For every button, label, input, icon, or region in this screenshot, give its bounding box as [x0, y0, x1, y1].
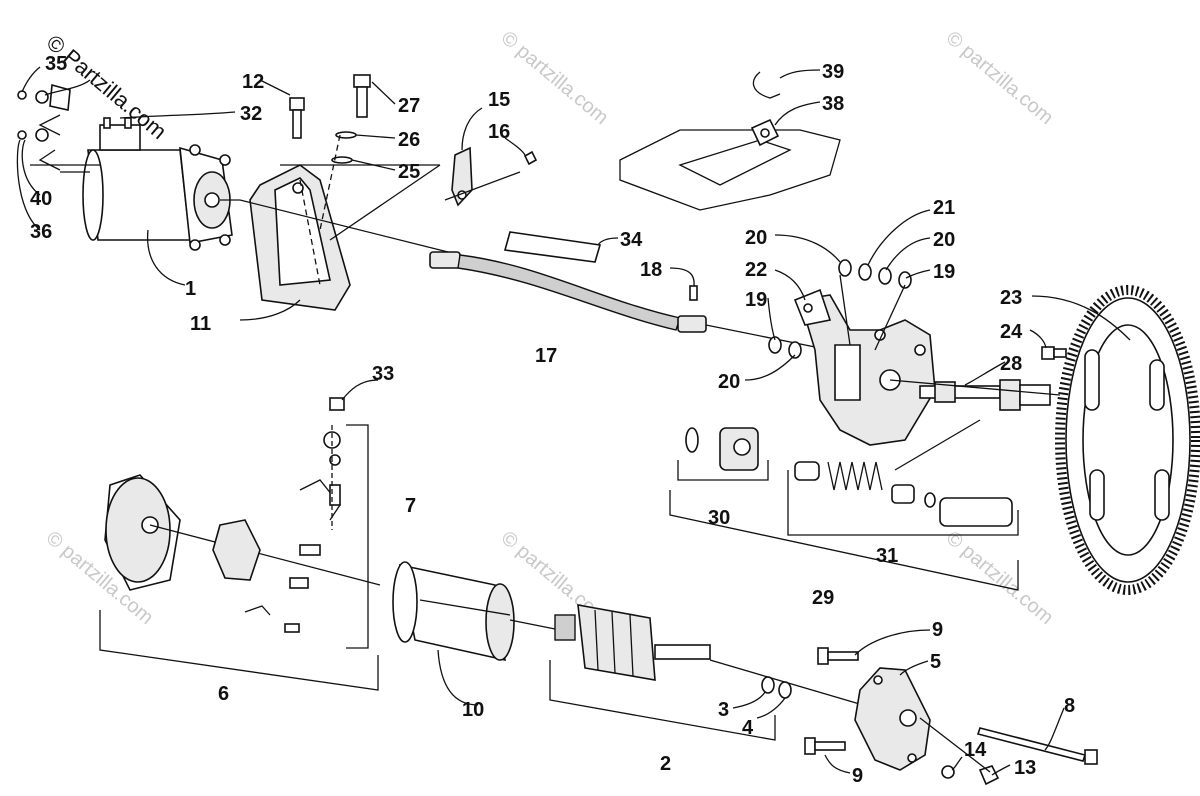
label-22: 22: [745, 259, 767, 281]
end-cap-6: [104, 474, 381, 591]
label-14: 14: [964, 739, 987, 761]
nut-13: [978, 765, 1000, 786]
label-40: 40: [30, 188, 52, 210]
label-12: 12: [242, 71, 264, 93]
label-28: 28: [1000, 353, 1022, 375]
label-25: 25: [398, 161, 420, 183]
label-17: 17: [535, 345, 557, 367]
washer-3: [761, 676, 775, 694]
spring-assembly-31: [794, 461, 1013, 527]
hardware-35-36-37-40: [17, 83, 100, 173]
drive-shaft-28: [889, 379, 1061, 411]
setscrew-18: [689, 285, 698, 301]
washer-14: [941, 765, 955, 779]
label-20: 20: [718, 371, 740, 393]
starter-motor: [82, 117, 240, 251]
watermark-text: © partzilla.com: [942, 27, 1058, 129]
label-20: 20: [745, 227, 767, 249]
flex-drive-decal: FLEX-DRIVE: [503, 231, 602, 263]
part-labels: 35 32 40 36 1 11 12 27 26 25 15 16 34 18…: [30, 53, 1075, 787]
label-15: 15: [488, 89, 510, 111]
drive-housing-22: [793, 288, 936, 446]
label-7: 7: [405, 495, 416, 517]
brush-holder-7: [212, 519, 321, 633]
label-38: 38: [822, 93, 844, 115]
bendix-30: [685, 427, 759, 471]
terminal-hardware-33: [299, 397, 345, 530]
label-8: 8: [1064, 695, 1075, 717]
ring-gear-23: [1055, 285, 1200, 595]
label-26: 26: [398, 129, 420, 151]
label-18: 18: [640, 259, 662, 281]
starter-bracket: [249, 164, 351, 311]
washers-19-20-21: [768, 259, 912, 359]
label-11: 11: [190, 313, 211, 335]
label-27: 27: [398, 95, 420, 117]
label-36: 36: [30, 221, 52, 243]
label-29: 29: [812, 587, 834, 609]
watermark-text: © partzilla.com: [942, 527, 1058, 629]
watermark-text: © partzilla.com: [497, 27, 613, 129]
leader-lines: [16, 66, 1131, 776]
label-2: 2: [660, 753, 671, 775]
label-34: 34: [620, 229, 643, 251]
label-32: 32: [240, 103, 262, 125]
label-33: 33: [372, 363, 394, 385]
label-30: 30: [708, 507, 730, 529]
motor-housing-10: [392, 561, 515, 662]
cable-clamp-15: [451, 146, 538, 207]
label-19: 19: [745, 289, 767, 311]
flex-drive-cable: [429, 251, 707, 333]
thru-bolt-8: [976, 727, 1098, 765]
label-35: 35: [45, 53, 67, 75]
label-16: 16: [488, 121, 510, 143]
label-6: 6: [218, 683, 229, 705]
bolt-27: [319, 74, 371, 231]
label-9: 9: [852, 765, 863, 787]
washer-4: [778, 681, 792, 699]
armature-2: [509, 604, 776, 741]
bolt-24: [1041, 346, 1067, 360]
label-3: 3: [718, 699, 729, 721]
label-23: 23: [1000, 287, 1022, 309]
label-10: 10: [462, 699, 484, 721]
screws-9: [804, 647, 859, 755]
label-31: 31: [876, 545, 898, 567]
engine-mount-38: [619, 71, 841, 211]
label-24: 24: [1000, 321, 1023, 343]
label-13: 13: [1014, 757, 1036, 779]
label-1: 1: [185, 278, 196, 300]
label-20: 20: [933, 229, 955, 251]
label-9: 9: [932, 619, 943, 641]
end-plate-5: [854, 667, 931, 771]
label-21: 21: [933, 197, 955, 219]
label-5: 5: [930, 651, 941, 673]
label-19: 19: [933, 261, 955, 283]
bolt-12: [289, 97, 305, 139]
label-4: 4: [742, 717, 754, 739]
label-39: 39: [822, 61, 844, 83]
